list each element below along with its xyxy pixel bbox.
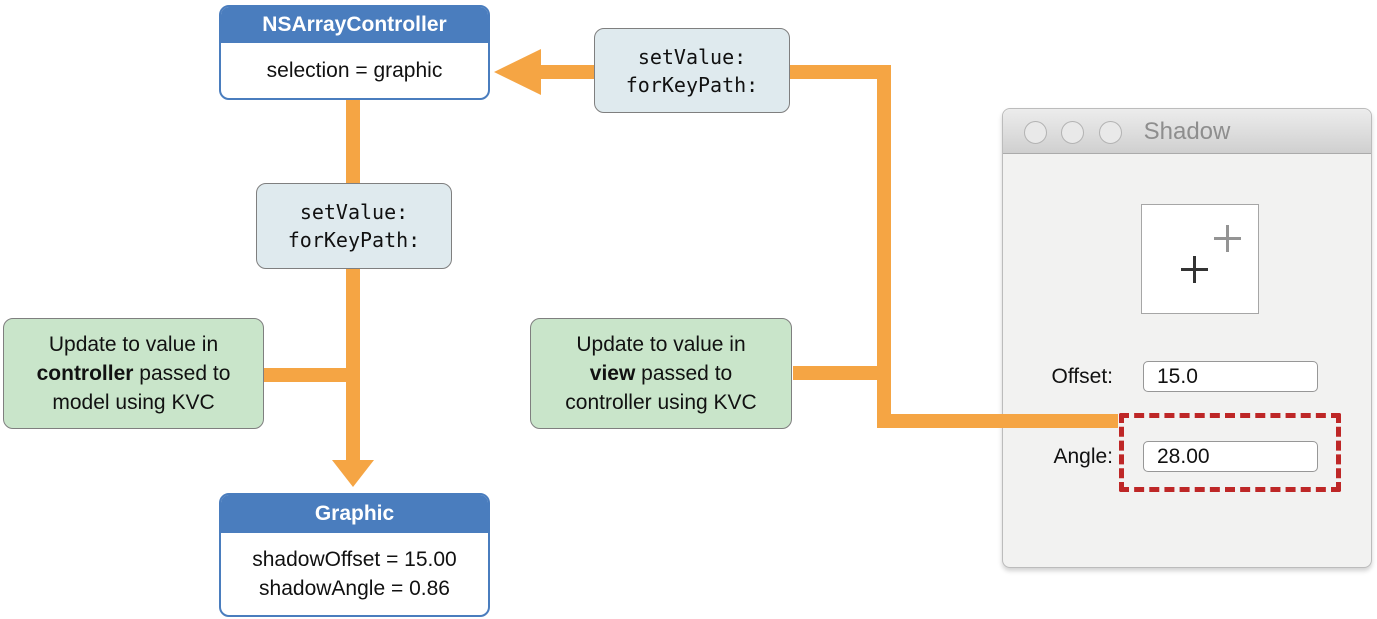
- forkeypath-line: forKeyPath:: [625, 72, 759, 97]
- shadow-offset-value-text: shadowOffset = 15.00: [252, 548, 457, 571]
- note-line-2: view passed to: [589, 362, 733, 385]
- nsarraycontroller-title: NSArrayController: [221, 7, 488, 43]
- setvalue-forkeypath-box-top: setValue: forKeyPath:: [594, 28, 790, 113]
- shadow-crosshair-icon[interactable]: [1214, 225, 1241, 252]
- note-line-1: Update to value in: [576, 333, 746, 356]
- note-line-1: Update to value in: [48, 333, 219, 356]
- shadow-angle-value-text: shadowAngle = 0.86: [259, 577, 450, 600]
- window-title: Shadow: [1143, 118, 1231, 145]
- note-line-2: controller passed to: [36, 362, 231, 385]
- shadow-preview-canvas[interactable]: [1141, 204, 1259, 314]
- nsarraycontroller-node: NSArrayController selection = graphic: [219, 5, 490, 100]
- angle-label: Angle:: [1053, 445, 1113, 468]
- forkeypath-line: forKeyPath:: [287, 228, 421, 252]
- offset-label: Offset:: [1051, 365, 1113, 388]
- note-line-3: model using KVC: [52, 391, 215, 414]
- nsarraycontroller-selection-text: selection = graphic: [266, 59, 443, 82]
- offset-input[interactable]: [1143, 361, 1318, 392]
- setvalue-line: setValue:: [637, 44, 747, 69]
- window-titlebar[interactable]: Shadow: [1003, 109, 1371, 154]
- arrowhead-left-icon: [494, 49, 541, 95]
- note-controller-to-model: Update to value in controller passed to …: [3, 318, 264, 429]
- graphic-model-node: Graphic shadowOffset = 15.00 shadowAngle…: [219, 493, 490, 617]
- setvalue-line: setValue:: [299, 200, 409, 224]
- note-line-3: controller using KVC: [565, 391, 757, 414]
- angle-input[interactable]: [1143, 441, 1318, 472]
- angle-highlight-dashed-rect: [1119, 413, 1341, 492]
- note-view-to-controller: Update to value in view passed to contro…: [530, 318, 792, 429]
- graphic-title: Graphic: [221, 495, 488, 533]
- shadow-inspector-window: Shadow Offset: Angle:: [1002, 108, 1372, 568]
- arrowhead-down-icon: [332, 460, 374, 487]
- setvalue-forkeypath-box-left: setValue: forKeyPath:: [256, 183, 452, 269]
- crosshair-icon[interactable]: [1181, 256, 1208, 283]
